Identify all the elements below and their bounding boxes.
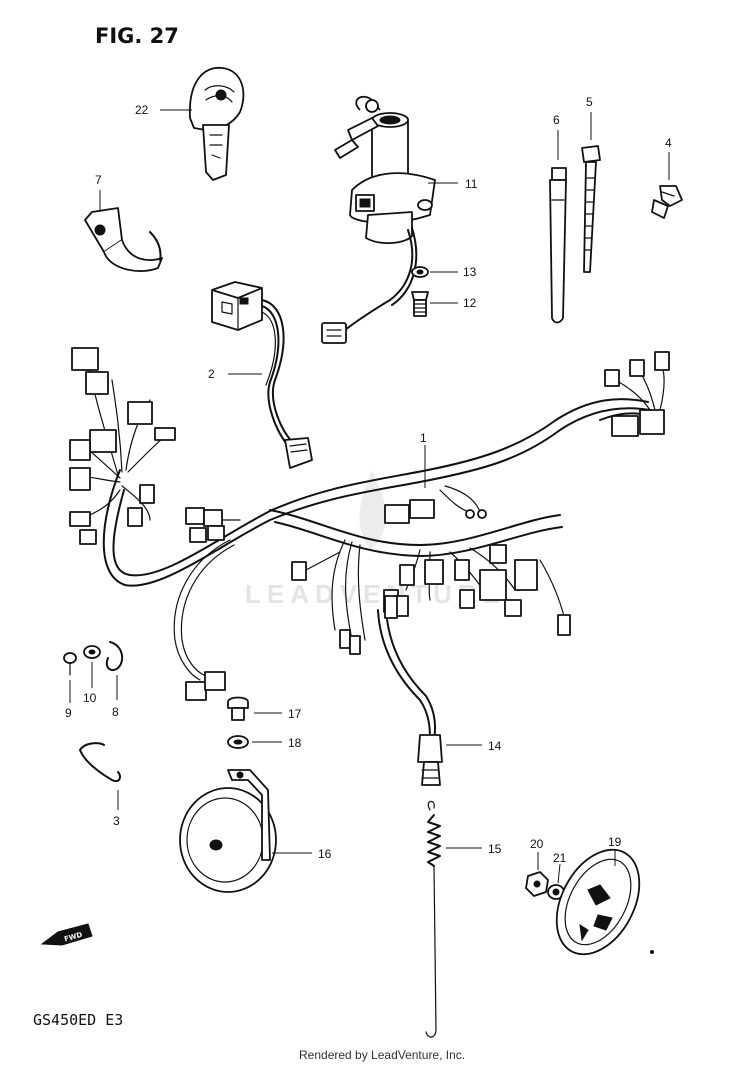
callout-6: 6 xyxy=(553,113,560,127)
part-18-washer xyxy=(227,735,282,749)
part-21-washer xyxy=(547,863,565,900)
callout-8: 8 xyxy=(112,705,119,719)
part-14-switch xyxy=(377,595,482,786)
callout-17: 17 xyxy=(288,707,302,721)
part-7-bracket xyxy=(84,190,163,272)
part-19-cover xyxy=(555,848,641,956)
part-6-clamp-band xyxy=(549,130,567,324)
callout-18: 18 xyxy=(288,736,302,750)
part-10-washer xyxy=(83,645,101,688)
callout-14: 14 xyxy=(488,739,502,753)
callout-15: 15 xyxy=(488,842,502,856)
part-3-clip xyxy=(79,742,121,810)
callout-20: 20 xyxy=(530,837,544,851)
callout-2: 2 xyxy=(208,367,215,381)
part-15-spring xyxy=(425,800,482,1038)
callout-19: 19 xyxy=(608,835,622,849)
callout-13: 13 xyxy=(463,265,477,279)
part-13-washer xyxy=(411,266,458,278)
callout-1: 1 xyxy=(420,431,427,445)
part-11-ignition-switch xyxy=(321,95,458,344)
figure-title: FIG. 27 xyxy=(95,24,179,48)
callout-9: 9 xyxy=(65,706,72,720)
watermark-text: LEADVENTURE xyxy=(245,579,506,609)
part-8-clip xyxy=(105,641,124,700)
footer-credit: Rendered by LeadVenture, Inc. xyxy=(299,1048,465,1062)
part-2-sub-harness xyxy=(211,281,313,469)
stray-dot xyxy=(650,950,654,954)
part-4-clip xyxy=(651,152,683,219)
part-17-bolt xyxy=(227,696,282,721)
callout-16: 16 xyxy=(318,847,332,861)
callout-3: 3 xyxy=(113,814,120,828)
callout-7: 7 xyxy=(95,173,102,187)
callout-4: 4 xyxy=(665,136,672,150)
part-9-bolt xyxy=(63,652,77,703)
callout-10: 10 xyxy=(83,691,97,705)
callout-21: 21 xyxy=(553,851,567,865)
part-16-horn xyxy=(179,769,312,893)
model-code: GS450ED E3 xyxy=(33,1011,123,1029)
part-12-screw xyxy=(411,291,458,317)
callout-22: 22 xyxy=(135,103,149,117)
part-5-cable-tie xyxy=(581,112,601,273)
callout-5: 5 xyxy=(586,95,593,109)
part-22-key xyxy=(160,67,245,181)
part-1-main-harness xyxy=(69,347,670,701)
fwd-arrow-icon: FWD xyxy=(40,923,93,946)
callout-12: 12 xyxy=(463,296,477,310)
part-20-nut xyxy=(525,852,549,897)
callout-11: 11 xyxy=(465,177,478,191)
